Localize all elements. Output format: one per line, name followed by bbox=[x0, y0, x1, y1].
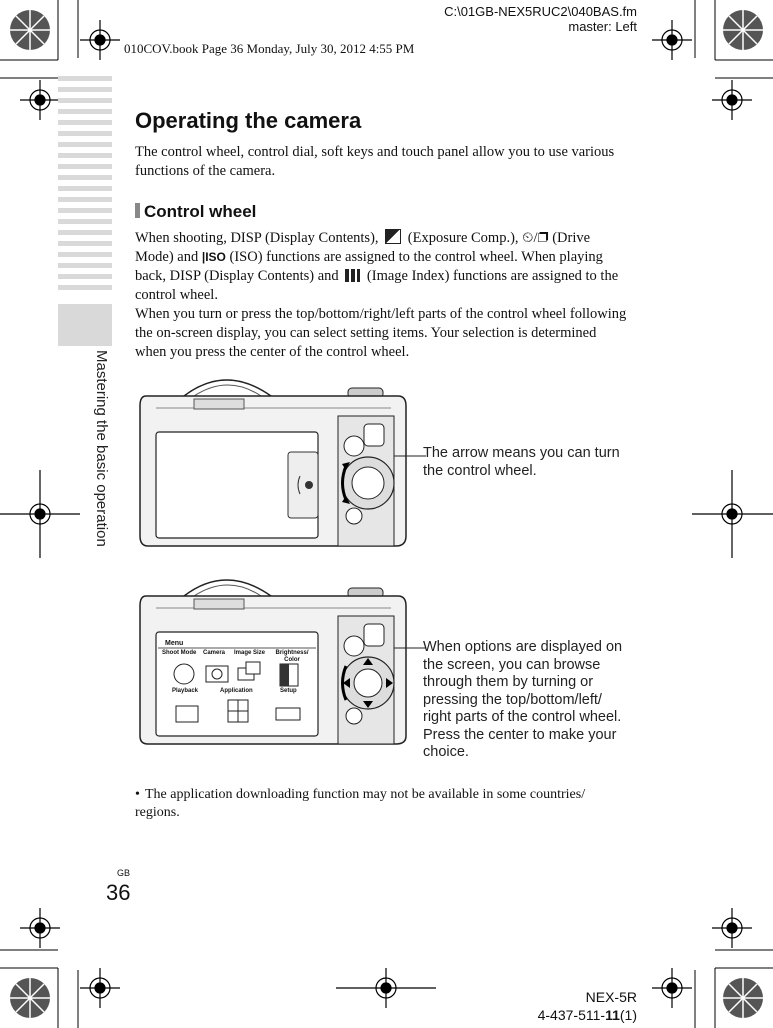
menu-item-camera: Camera bbox=[203, 650, 226, 656]
file-path-header: C:\01GB-NEX5RUC2\040BAS.fm master: Left bbox=[444, 4, 637, 34]
page-title: Operating the camera bbox=[135, 108, 362, 133]
model-name: NEX-5R bbox=[585, 989, 637, 1005]
heading-bar bbox=[135, 203, 140, 218]
menu-item-setup: Setup bbox=[280, 688, 297, 694]
self-timer-drive-icon: ⏲/❐ bbox=[522, 230, 549, 246]
iso-icon: |ISO bbox=[201, 250, 226, 264]
page-language-label: GB bbox=[117, 868, 131, 878]
note-text: The application downloading function may… bbox=[135, 787, 586, 820]
body-text-b: (Exposure Comp.), bbox=[407, 230, 519, 246]
master-label: master: Left bbox=[568, 19, 637, 34]
footer-model: NEX-5R 4-437-511-11(1) bbox=[538, 988, 637, 1024]
body-paragraph-1: When shooting, DISP (Display Contents), … bbox=[135, 229, 627, 305]
callout-menu-browse: When options are displayed on the screen… bbox=[423, 639, 623, 760]
body-text-a: When shooting, DISP (Display Contents), bbox=[135, 230, 379, 246]
body-text: When shooting, DISP (Display Contents), … bbox=[135, 229, 627, 362]
section-title: Control wheel bbox=[144, 202, 257, 221]
menu-item-shoot-mode: Shoot Mode bbox=[162, 650, 197, 656]
menu-item-image-size: Image Size bbox=[234, 650, 266, 656]
callout-wheel-turn: The arrow means you can turn the control… bbox=[423, 445, 620, 479]
page-number: 36 bbox=[106, 880, 131, 905]
exposure-comp-icon bbox=[385, 229, 402, 244]
section-heading: Control wheel bbox=[135, 202, 256, 222]
menu-screen-title: Menu bbox=[165, 640, 184, 647]
book-info-line: 010COV.book Page 36 Monday, July 30, 201… bbox=[124, 41, 415, 56]
sidebar-section-label: Mastering the basic operation bbox=[93, 350, 110, 547]
body-paragraph-2: When you turn or press the top/bottom/ri… bbox=[135, 306, 627, 360]
part-number: 4-437-511-11(1) bbox=[538, 1006, 637, 1024]
menu-item-brightness-color: Brightness/ Color bbox=[275, 650, 309, 663]
file-path: C:\01GB-NEX5RUC2\040BAS.fm bbox=[444, 4, 637, 19]
note-application: •The application downloading function ma… bbox=[135, 786, 625, 822]
camera-illustration-wheel-turn bbox=[139, 379, 426, 547]
menu-item-application: Application bbox=[220, 688, 253, 694]
menu-item-playback: Playback bbox=[172, 688, 199, 694]
part-number-suffix: (1) bbox=[619, 1007, 637, 1023]
camera-illustration-menu bbox=[139, 579, 426, 745]
bullet: • bbox=[135, 787, 140, 802]
intro-paragraph: The control wheel, control dial, soft ke… bbox=[135, 144, 615, 179]
body-text-c: (Drive Mode) and bbox=[135, 230, 591, 265]
body-text-e: (Image Index) functions are assigned to … bbox=[135, 268, 619, 303]
part-number-prefix: 4-437-511- bbox=[537, 1007, 606, 1023]
part-number-bold: 11 bbox=[605, 1007, 620, 1023]
body-text-d: (ISO) functions are assigned to the cont… bbox=[135, 249, 603, 284]
image-index-icon bbox=[345, 269, 361, 282]
